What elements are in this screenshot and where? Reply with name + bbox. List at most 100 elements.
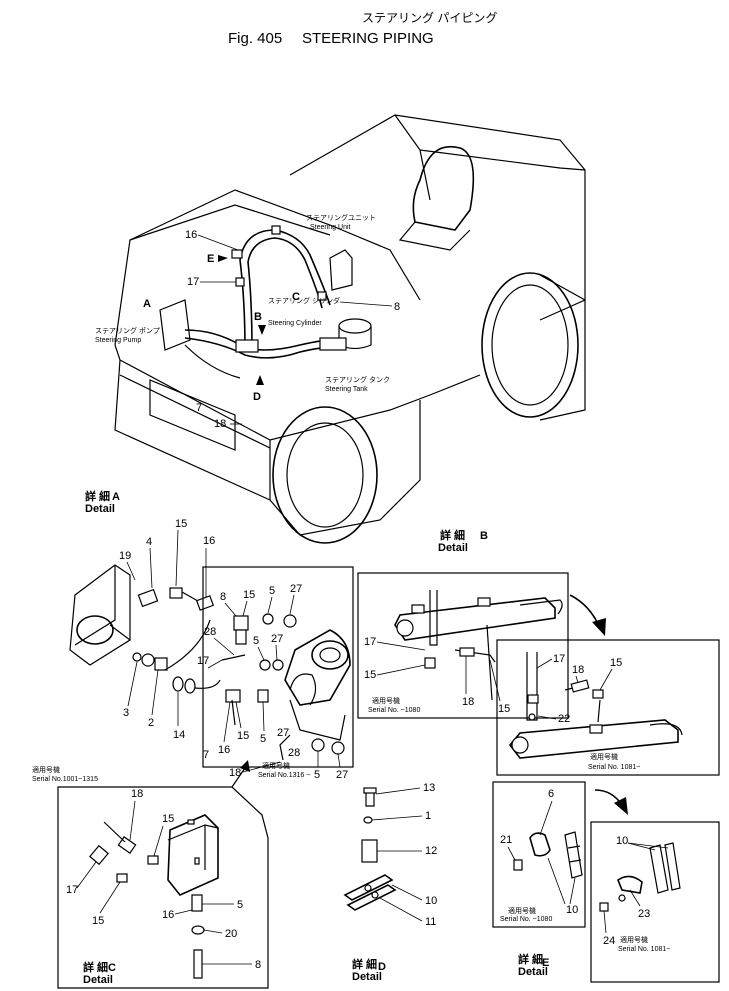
callout-c-5: 5 bbox=[237, 899, 243, 911]
detail-c-pointer-arrow-icon bbox=[240, 760, 250, 772]
view-arrow-e: E bbox=[207, 253, 214, 265]
detail-d-label: Detail bbox=[352, 971, 382, 983]
callout-a-15: 15 bbox=[175, 518, 187, 530]
callout-a-18: 18 bbox=[229, 767, 241, 779]
callout-a-4: 4 bbox=[146, 536, 152, 548]
callout-18: 18 bbox=[214, 418, 226, 430]
callout-b-15b: 15 bbox=[498, 703, 510, 715]
arrow-d-icon bbox=[256, 375, 264, 385]
callout-a-17: 17 bbox=[197, 655, 209, 667]
view-arrow-b: B bbox=[254, 311, 262, 323]
detail-e-box-1 bbox=[492, 781, 586, 928]
steering-unit-label: Steering Unit bbox=[310, 224, 351, 231]
detail-a-serial-jp: 適用号機 bbox=[262, 761, 290, 770]
callout-c-20: 20 bbox=[225, 928, 237, 940]
callout-c-15: 15 bbox=[162, 813, 174, 825]
title-jp: ステアリング パイピング bbox=[362, 11, 497, 25]
figure-title: STEERING PIPING bbox=[302, 30, 434, 47]
callout-e-21: 21 bbox=[500, 834, 512, 846]
callout-a-28b: 28 bbox=[288, 747, 300, 759]
callout-7: 7 bbox=[196, 402, 202, 414]
callout-b-17: 17 bbox=[364, 636, 376, 648]
callout-b-18: 18 bbox=[462, 696, 474, 708]
callout-e-24: 24 bbox=[603, 935, 615, 947]
callout-d-11: 11 bbox=[425, 916, 436, 928]
detail-c-label: Detail bbox=[83, 974, 113, 986]
detail-a-jp: 詳 細 bbox=[85, 489, 110, 503]
detail-e-label: Detail bbox=[518, 966, 548, 978]
callout-a-28: 28 bbox=[204, 626, 216, 638]
callout-17: 17 bbox=[187, 276, 199, 288]
detail-b-label: Detail bbox=[438, 542, 468, 554]
callout-e-6: 6 bbox=[548, 788, 554, 800]
detail-d-illustration bbox=[343, 787, 397, 911]
detail-e-jp: 詳 細 bbox=[518, 952, 543, 966]
detail-b-serial-jp-1: 適用号機 bbox=[372, 696, 400, 705]
detail-b-box-1 bbox=[357, 572, 569, 719]
detail-c-jp: 詳 細 bbox=[83, 960, 108, 974]
detail-c-serial-jp: 適用号機 bbox=[32, 765, 60, 774]
detail-c-serial: Serial No.1001~1315 bbox=[32, 776, 98, 783]
detail-e-illustration-2 bbox=[599, 842, 681, 912]
detail-b-serial-1: Serial No. ~1080 bbox=[368, 707, 420, 714]
callout-d-12: 12 bbox=[425, 845, 437, 857]
detail-a-inset-illustration bbox=[221, 613, 351, 761]
arrow-e-icon bbox=[218, 255, 228, 262]
detail-b-serial-2: Serial No. 1081~ bbox=[588, 764, 640, 771]
detail-e-illustration-1 bbox=[513, 831, 583, 879]
callout-d-1: 1 bbox=[425, 810, 431, 822]
detail-b-box-2 bbox=[496, 639, 720, 776]
callout-e-10: 10 bbox=[566, 904, 578, 916]
callout-a-27d: 27 bbox=[336, 769, 348, 781]
callout-a-16b: 16 bbox=[218, 744, 230, 756]
callout-c-15b: 15 bbox=[92, 915, 104, 927]
detail-e-serial-jp-2: 適用号機 bbox=[620, 935, 648, 944]
callout-c-17: 17 bbox=[66, 884, 78, 896]
callout-a-15c: 15 bbox=[237, 730, 249, 742]
callout-a-8: 8 bbox=[220, 591, 226, 603]
callout-a-5: 5 bbox=[269, 585, 275, 597]
callout-d-10: 10 bbox=[425, 895, 437, 907]
detail-a-serial: Serial No.1316 ~ bbox=[258, 772, 310, 779]
detail-d-letter: D bbox=[378, 961, 386, 973]
callout-e-10b: 10 bbox=[616, 835, 628, 847]
detail-a-illustration bbox=[69, 564, 221, 694]
steering-tank-jp-label: ステアリング タンク bbox=[325, 375, 390, 384]
machine-illustration bbox=[114, 114, 586, 544]
detail-b-serial-jp-2: 適用号機 bbox=[590, 752, 618, 761]
detail-b-arrow-icon bbox=[592, 618, 606, 636]
detail-c-pointer bbox=[231, 767, 246, 788]
callout-a-7: 7 bbox=[203, 749, 209, 761]
callout-a-27b: 27 bbox=[271, 633, 283, 645]
steering-unit-jp-label: ステアリングユニット bbox=[306, 213, 376, 222]
detail-b-cylinder-2 bbox=[508, 652, 683, 759]
callout-a-3: 3 bbox=[123, 707, 129, 719]
view-arrow-d: D bbox=[253, 391, 261, 403]
callout-c-8: 8 bbox=[255, 959, 261, 971]
detail-e-box-2 bbox=[590, 821, 720, 983]
callout-a-5b: 5 bbox=[253, 635, 259, 647]
callout-a-2: 2 bbox=[148, 717, 154, 729]
detail-a-label: Detail bbox=[85, 503, 115, 515]
callout-a-27c: 27 bbox=[277, 727, 289, 739]
steering-cylinder-label: Steering Cylinder bbox=[268, 320, 322, 327]
callout-c-16: 16 bbox=[162, 909, 174, 921]
callout-e-23: 23 bbox=[638, 908, 650, 920]
callout-a-27: 27 bbox=[290, 583, 302, 595]
arrow-b-icon bbox=[258, 325, 266, 335]
callout-a-14: 14 bbox=[173, 729, 185, 741]
steering-cylinder-jp-label: ステアリング シリンダ bbox=[268, 296, 340, 305]
detail-a-inset-box bbox=[202, 566, 354, 768]
callout-b-17b: 17 bbox=[553, 653, 565, 665]
view-arrow-a: A bbox=[143, 298, 151, 310]
detail-e-serial-jp-1: 適用号機 bbox=[508, 906, 536, 915]
callout-b-18b: 18 bbox=[572, 664, 584, 676]
callout-a-5d: 5 bbox=[314, 769, 320, 781]
detail-e-arrow-icon bbox=[614, 797, 628, 815]
steering-pump-jp-label: ステアリング ポンプ bbox=[95, 326, 160, 335]
callout-a-19: 19 bbox=[119, 550, 131, 562]
detail-b-letter: B bbox=[480, 530, 488, 542]
steering-pump-label: Steering Pump bbox=[95, 337, 141, 344]
